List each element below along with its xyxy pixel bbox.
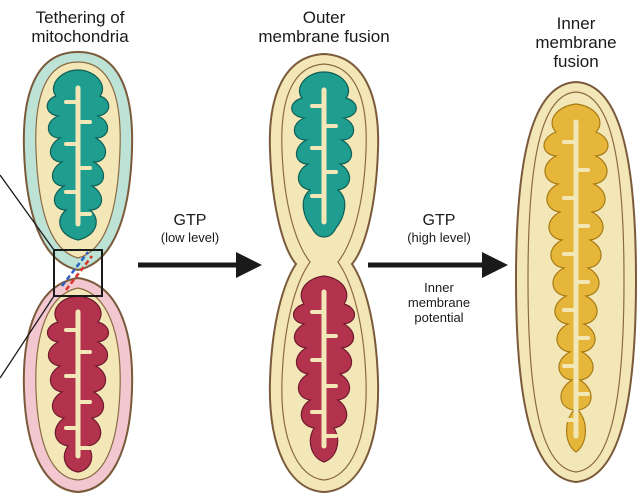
- arrow2-extra-line1: Inner: [384, 280, 494, 295]
- tethering-title-line1: Tethering of: [0, 8, 160, 27]
- fully-fused-mitochondrion: [516, 82, 636, 482]
- tethering-title-line2: mitochondria: [0, 27, 160, 46]
- inner-title-line1: Inner: [516, 14, 636, 33]
- mitochondrion-red-bottom: [24, 278, 132, 492]
- arrow2-extra-label: Inner membrane potential: [384, 280, 494, 325]
- outer-fused-mitochondrion: [270, 54, 378, 492]
- tethered-mitochondria: [0, 52, 132, 492]
- arrow2-extra-line3: potential: [384, 310, 494, 325]
- arrow2-extra-line2: membrane: [384, 295, 494, 310]
- inner-title-line2: membrane: [516, 33, 636, 52]
- arrow2-level: (high level): [384, 230, 494, 245]
- stage-title-inner: Inner membrane fusion: [516, 14, 636, 71]
- arrow2-gtp: GTP: [384, 212, 494, 230]
- stage-title-tethering: Tethering of mitochondria: [0, 8, 160, 46]
- arrow-right-icon: [138, 252, 262, 278]
- inner-title-line3: fusion: [516, 52, 636, 71]
- mitochondrion-teal-top: [24, 52, 132, 270]
- outer-title-line1: Outer: [234, 8, 414, 27]
- stage-title-outer: Outer membrane fusion: [234, 8, 414, 46]
- arrow1-level: (low level): [140, 230, 240, 245]
- arrow2-label: GTP (high level): [384, 212, 494, 245]
- outer-title-line2: membrane fusion: [234, 27, 414, 46]
- arrow1-label: GTP (low level): [140, 212, 240, 245]
- arrow1-gtp: GTP: [140, 212, 240, 230]
- arrow-right-icon-2: [368, 252, 508, 278]
